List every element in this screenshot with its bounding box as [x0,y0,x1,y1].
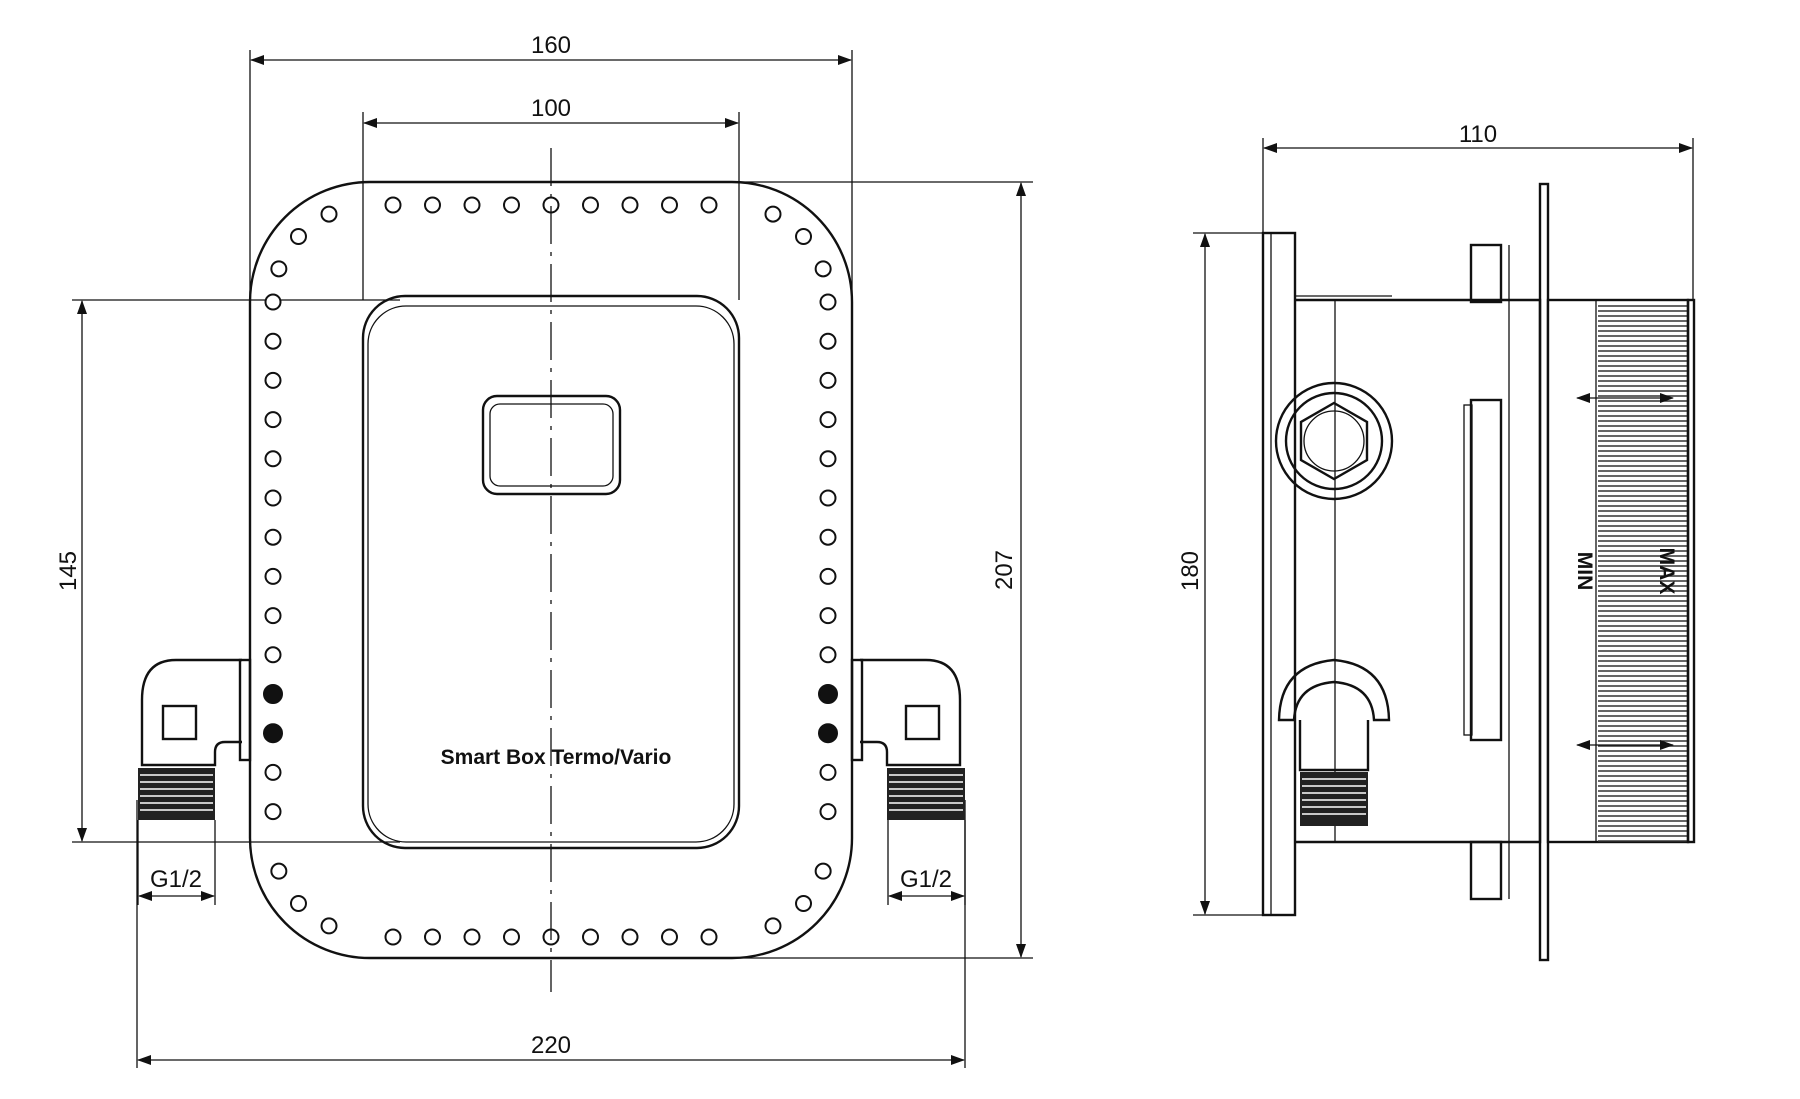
mounting-hole [503,928,520,946]
mounting-hole [819,607,837,625]
mounting-hole [264,332,282,350]
mounting-hole [264,411,282,429]
mounting-hole [764,205,782,223]
mounting-hole [661,196,678,214]
mounting-hole [264,607,282,625]
dim-height-left-label: 145 [55,551,82,591]
mounting-hole [264,763,282,781]
mounting-hole [503,196,520,214]
mounting-hole [582,196,599,214]
dimension-100: 100 [362,95,740,300]
mounting-holes [263,196,838,946]
dimension-180: 180 [1177,232,1272,916]
mounting-hole [819,567,837,585]
mounting-hole [270,862,288,880]
dimension-160: 160 [249,32,853,310]
side-body [1295,298,1542,844]
mounting-hole [819,450,837,468]
mounting-hole [819,528,837,546]
mounting-hole [264,803,282,821]
side-flange [1261,231,1297,917]
mounting-hole [424,928,441,946]
dim-height-right-label: 207 [991,550,1018,590]
marker-min: MIN [1573,552,1596,591]
side-connector [1277,658,1391,826]
mounting-hole [819,646,837,664]
dim-depth-label: 110 [1459,121,1497,148]
filled-hole [263,684,283,704]
display-window [481,394,622,496]
filled-hole [818,723,838,744]
mounting-hole [264,567,282,585]
mounting-hole [795,227,813,245]
mounting-hole [320,917,338,935]
mounting-hole [700,196,718,214]
connector-right-label: G1/2 [900,866,952,893]
mounting-hole [270,260,288,278]
mounting-hole [621,196,639,214]
inner-cover [361,294,741,850]
dim-width-total-label: 220 [531,1032,571,1059]
dimension-110: 110 [1262,121,1694,300]
product-label: Smart Box Termo/Vario [441,746,672,769]
dimension-g12-right: G1/2 [887,820,966,905]
mounting-hole [819,803,837,821]
mounting-hole [819,371,837,389]
mounting-hole [582,928,599,946]
filled-hole [818,684,838,704]
dimension-g12-left: G1/2 [137,820,216,905]
side-slot-bottom [1469,840,1503,901]
dimension-145: 145 [55,299,400,843]
mounting-hole [621,928,639,946]
mounting-hole [814,260,832,278]
mounting-hole [264,646,282,664]
mounting-hole [384,196,402,214]
mounting-hole [764,917,782,935]
side-slot-top [1469,243,1503,304]
mounting-hole [289,227,307,245]
hex-nut-fitting [1274,381,1394,501]
mounting-hole [819,293,837,311]
mounting-hole [814,862,832,880]
marker-max: MAX [1655,548,1678,595]
dimension-207: 207 [700,181,1033,959]
mounting-hole [819,411,837,429]
right-bracket [850,658,965,820]
mounting-hole [384,928,402,946]
side-slot-middle [1469,398,1503,742]
mounting-hole [424,196,441,214]
inner-cover-edge [367,305,735,843]
mounting-hole [264,371,282,389]
front-view: 160 100 145 207 220 [55,32,1033,1068]
side-extension [1546,298,1696,844]
mounting-hole [819,332,837,350]
mounting-hole [700,928,718,946]
mounting-hole [320,205,338,223]
mounting-hole [819,489,837,507]
mounting-hole [463,196,481,214]
mounting-hole [819,763,837,781]
dimension-220: 220 [136,800,966,1068]
dim-width-outer-label: 160 [531,32,571,59]
dim-height-side-label: 180 [1177,551,1204,591]
mounting-hole [463,928,481,946]
mounting-hole [264,489,282,507]
mounting-hole [264,293,282,311]
filled-hole [263,723,283,744]
mounting-hole [289,895,307,913]
left-bracket [138,658,252,820]
mounting-hole [795,895,813,913]
connector-left-label: G1/2 [150,866,202,893]
dim-width-inner-label: 100 [531,95,571,122]
side-view: 110 180 MIN MAX [1177,121,1696,962]
display-window-inner [489,403,614,487]
mounting-hole [264,528,282,546]
mounting-hole [661,928,678,946]
mounting-hole [264,450,282,468]
